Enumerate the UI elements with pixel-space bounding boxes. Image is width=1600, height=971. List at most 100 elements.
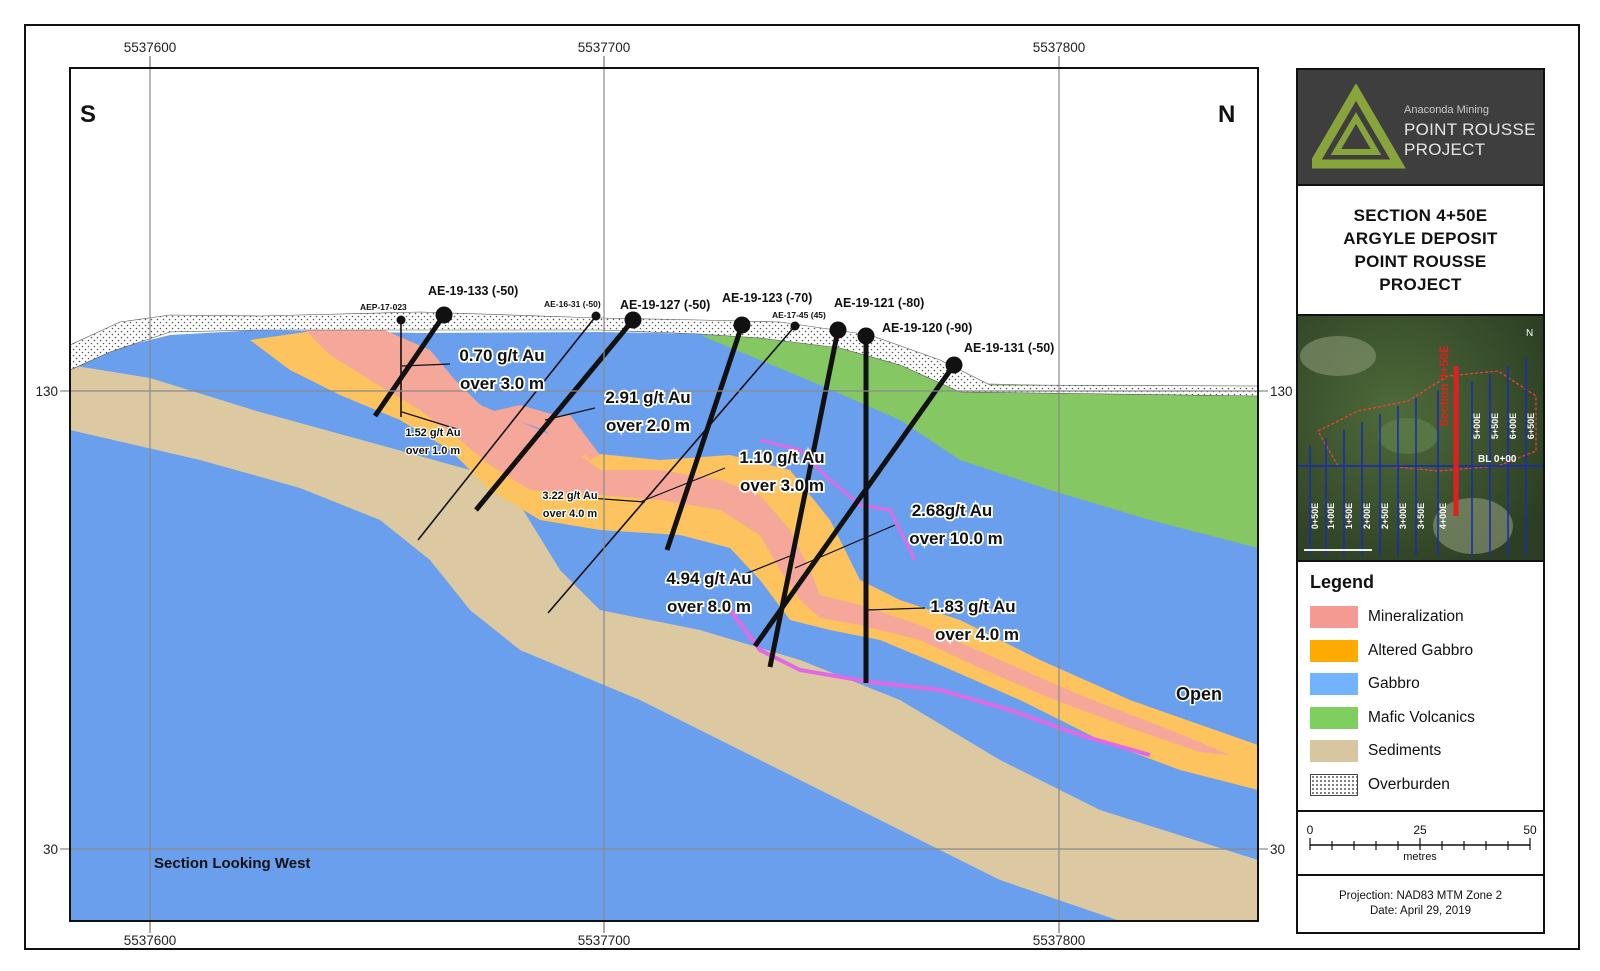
intercept-length: over 1.0 m	[406, 445, 461, 457]
mineralization-spur	[540, 415, 600, 460]
intercept-leader	[589, 497, 646, 503]
direction-south: S	[80, 101, 96, 128]
intercept-length: over 4.0 m	[935, 625, 1019, 644]
legend-title: Legend	[1310, 572, 1375, 592]
logo-line: PROJECT	[1404, 140, 1486, 159]
intercept-length: over 3.0 m	[740, 476, 824, 495]
intercept-length: over 3.0 m	[460, 374, 544, 393]
drill-hole-label: AE-19-131 (-50)	[964, 341, 1054, 355]
map-frame	[69, 67, 1259, 922]
projection-text: Projection: NAD83 MTM Zone 2	[1339, 890, 1502, 902]
overburden-unit	[70, 311, 1258, 397]
drill-trace	[417, 315, 597, 541]
intercept-leader	[401, 363, 451, 367]
drill-trace	[664, 324, 745, 551]
inset-section-label: 5+00E	[1472, 413, 1482, 439]
open-label: Open	[1176, 684, 1222, 704]
legend-swatch	[1310, 639, 1358, 662]
drill-hole-label: AE-19-127 (-50)	[620, 298, 710, 312]
inset-clearing	[1433, 498, 1513, 554]
legend-swatch	[1310, 706, 1358, 729]
drill-hole-label: AE-16-31 (-50)	[544, 299, 601, 309]
legend-label: Altered Gabbro	[1368, 641, 1474, 659]
drill-collar	[624, 311, 642, 329]
drill-hole-label: AEP-17-023	[360, 302, 407, 312]
logo-line: POINT ROUSSE	[1404, 120, 1536, 139]
scale-unit: metres	[1403, 851, 1437, 863]
baseline-label: BL 0+00	[1478, 454, 1517, 465]
drill-collar	[857, 327, 875, 345]
legend-label: Sediments	[1368, 742, 1442, 759]
drill-collar	[591, 311, 601, 321]
intercept-leader	[734, 555, 791, 579]
legend-label: Mineralization	[1368, 608, 1464, 625]
map-panel: Anaconda Mining POINT ROUSSE PROJECT SEC…	[1296, 68, 1545, 934]
date-text: Date: April 29, 2019	[1369, 905, 1471, 917]
drill-collar	[396, 315, 406, 325]
drill-hole-label: AE-19-123 (-70)	[722, 291, 812, 305]
drill-collar	[435, 306, 453, 324]
drill-collar	[945, 356, 963, 374]
intercept-leader	[544, 407, 596, 421]
northing-label: 5537800	[1033, 933, 1086, 948]
scale-label: 25	[1413, 823, 1427, 837]
intercept-grade: 2.91 g/t Au	[605, 388, 690, 407]
inset-section-label: 4+00E	[1438, 503, 1448, 529]
intercept-leader	[401, 411, 461, 431]
legend-swatch	[1310, 673, 1358, 695]
map-title: ARGYLE DEPOSIT	[1343, 229, 1498, 248]
inset-clearing	[1300, 336, 1376, 376]
direction-north: N	[1218, 101, 1235, 128]
inset-section-label: 0+50E	[1310, 503, 1320, 529]
title-box: SECTION 4+50E ARGYLE DEPOSIT POINT ROUSS…	[1296, 184, 1545, 316]
scale-bar-box: 0 25 50 metres	[1296, 810, 1545, 876]
drill-hole-label: AE-19-120 (-90)	[882, 321, 972, 335]
inset-section-label: 5+50E	[1490, 413, 1500, 439]
legend-label: Mafic Volcanics	[1368, 708, 1475, 726]
intercept-leader	[639, 467, 726, 503]
intercept-grade: 0.70 g/t Au	[459, 346, 544, 365]
inset-section-label: 2+50E	[1380, 503, 1390, 529]
intercept-grade: 1.10 g/t Au	[739, 448, 824, 467]
northing-label: 5537700	[578, 40, 631, 55]
inset-section-label: 1+00E	[1326, 503, 1336, 529]
intercept-grade: 2.68g/t Au	[912, 501, 993, 520]
northing-label: 5537600	[124, 933, 177, 948]
northing-label: 5537800	[1033, 40, 1086, 55]
view-note: Section Looking West	[154, 855, 310, 872]
drill-collar	[829, 321, 847, 339]
inset-clearing	[1378, 418, 1438, 454]
legend-label: Overburden	[1368, 775, 1450, 793]
logo-triangle-icon	[1312, 84, 1406, 169]
drill-hole-label: AE-19-133 (-50)	[428, 284, 518, 298]
logo-company: Anaconda Mining	[1404, 104, 1490, 116]
drill-trace	[752, 363, 957, 648]
northing-label: 5537600	[124, 40, 177, 55]
intercept-grade: 3.22 g/t Au	[542, 490, 597, 502]
highlight-section-label: Section 4+50E	[1437, 345, 1451, 427]
drill-trace	[547, 325, 796, 614]
scale-bar: 0 25 50 metres	[1307, 823, 1537, 863]
inset-section-label: 1+50E	[1344, 503, 1354, 529]
inset-section-label: 3+00E	[1398, 503, 1408, 529]
inset-section-label: 3+50E	[1416, 503, 1426, 529]
projection-box: Projection: NAD83 MTM Zone 2 Date: April…	[1296, 874, 1545, 934]
scale-label: 50	[1523, 823, 1537, 837]
elevation-label: 30	[43, 842, 58, 857]
magenta-vein	[759, 438, 917, 561]
intercept-leader	[866, 607, 926, 611]
legend-swatch	[1310, 740, 1358, 762]
intercept-grade: 4.94 g/t Au	[666, 569, 751, 588]
intercept-leader	[794, 524, 896, 569]
legend-swatch	[1310, 773, 1358, 796]
intercept-grade: 1.52 g/t Au	[405, 427, 460, 439]
inset-section-label: 6+00E	[1508, 413, 1518, 439]
intercept-length: over 10.0 m	[909, 529, 1003, 548]
magenta-vein	[728, 608, 1151, 757]
drill-hole-label: AE-19-121 (-80)	[834, 296, 924, 310]
drill-trace	[474, 318, 635, 512]
